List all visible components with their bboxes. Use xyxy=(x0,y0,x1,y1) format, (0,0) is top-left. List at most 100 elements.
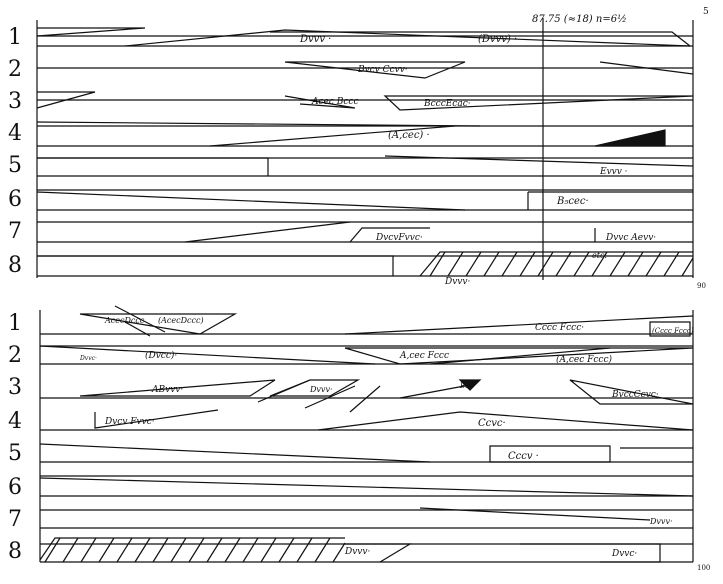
hatch-stroke xyxy=(609,251,626,277)
hatch-stroke xyxy=(206,537,223,563)
gesture-wedge xyxy=(36,191,466,211)
note-label: Dvvc· xyxy=(79,355,97,362)
gesture-wedge xyxy=(383,95,694,111)
gesture-wedge xyxy=(344,347,694,365)
gesture-wedge xyxy=(184,221,351,243)
note-label: Cccv · xyxy=(508,451,539,462)
system-1: 1 2 3 4 5 6 7 8 xyxy=(8,18,706,290)
staff-number: 1 xyxy=(8,311,22,336)
staff-number: 2 xyxy=(8,343,22,368)
gesture-wedge xyxy=(284,61,466,79)
hatch-stroke xyxy=(314,537,331,563)
gesture-wedge xyxy=(384,155,694,167)
note-label: Dvvc Aevv· xyxy=(605,233,656,243)
hatch-stroke xyxy=(465,251,482,277)
staff-number: 3 xyxy=(8,89,22,114)
note-label: Dvvv· xyxy=(344,547,370,557)
gesture-wedge xyxy=(36,91,96,109)
gesture-wedge-filled xyxy=(594,129,666,147)
note-label: Bvvc· xyxy=(629,139,655,149)
note-label: A,cec Fccc xyxy=(399,351,449,361)
hatch-stroke xyxy=(555,251,572,277)
hatch-stroke xyxy=(80,537,97,563)
hatch-stroke xyxy=(242,537,259,563)
gesture-box xyxy=(527,191,693,210)
page-number: 5 xyxy=(703,7,709,17)
gesture-wedge xyxy=(39,345,376,365)
hatch-stroke xyxy=(134,537,151,563)
gesture-wedge xyxy=(39,477,694,497)
gesture-wedge xyxy=(284,95,356,109)
note-label: DvcvFvvc· xyxy=(375,233,423,243)
note-label: Dvvv· xyxy=(444,277,470,287)
note-label: (A,cec) · xyxy=(388,130,430,141)
tempo-marking: 87.75 (≈18) n=6½ xyxy=(532,14,627,25)
measure-marker: 90 xyxy=(697,282,706,290)
gesture-wedge xyxy=(599,61,694,75)
hatch-stroke xyxy=(152,537,169,563)
hatch-stroke xyxy=(591,251,608,277)
gesture-box xyxy=(37,255,394,276)
hatch-stroke xyxy=(627,251,644,277)
gesture-wedge xyxy=(79,313,238,335)
hatch-stroke xyxy=(224,537,241,563)
hatch-stroke xyxy=(681,257,694,277)
staff-number: 3 xyxy=(8,375,22,400)
staff-number: 6 xyxy=(8,187,22,212)
hatch-stroke xyxy=(44,537,61,563)
note-label: Dvvv· xyxy=(649,517,673,526)
gesture-box xyxy=(649,321,691,337)
note-label: etc. xyxy=(592,251,607,260)
gesture-box xyxy=(349,227,430,243)
hatch-stroke xyxy=(62,537,79,563)
note-label: BcccEcac· xyxy=(423,99,471,109)
measure-marker: 100 xyxy=(697,564,710,572)
note-label: (Dvcc)· xyxy=(145,350,177,361)
staff-number: 8 xyxy=(8,253,22,278)
hatched-region xyxy=(39,537,346,563)
staff-number: 5 xyxy=(8,441,22,466)
gesture-wedge xyxy=(36,27,146,37)
gesture-arrow xyxy=(429,347,611,365)
note-label: BvccCcvc· xyxy=(611,390,659,400)
hatch-stroke xyxy=(188,537,205,563)
staff-number: 5 xyxy=(8,153,22,178)
hatch-outline xyxy=(39,537,345,561)
gesture-arrow xyxy=(419,507,651,521)
gesture-wedge xyxy=(569,379,694,405)
hatch-stroke xyxy=(519,251,536,277)
hatch-stroke xyxy=(260,537,277,563)
hatch-stroke xyxy=(278,537,295,563)
gesture-box xyxy=(489,445,611,463)
gesture-wedge xyxy=(344,315,694,335)
staff-number: 7 xyxy=(8,219,22,244)
staff-number: 1 xyxy=(8,25,22,50)
gesture-arrow xyxy=(399,383,476,399)
gesture-arrow xyxy=(114,305,166,337)
gesture-wedge xyxy=(39,443,431,463)
staff-number: 4 xyxy=(8,121,22,146)
gesture-wedge xyxy=(270,31,691,47)
hatch-outline xyxy=(419,251,693,277)
staff-number: 8 xyxy=(8,539,22,564)
staff-lines xyxy=(37,35,693,277)
note-label: (A,cec Fccc) xyxy=(556,354,613,365)
note-label: ABvvv· xyxy=(151,385,183,395)
note-label: (Cccc Fccc) xyxy=(652,327,694,335)
note-label: (AcecDccc) xyxy=(158,316,204,325)
note-label: B̶cc xyxy=(459,382,473,390)
note-label: (Dvvv) · xyxy=(478,34,517,45)
hatched-region xyxy=(419,251,694,277)
hatch-stroke xyxy=(573,251,590,277)
note-label: Cccc Fccc· xyxy=(535,323,584,333)
note-label: Dvcv Fvvc· xyxy=(104,417,155,427)
note-label: Bvcv Ccvv· xyxy=(357,65,408,75)
gesture-arrow xyxy=(257,379,381,413)
gesture-wedge xyxy=(124,29,691,47)
hatch-stroke xyxy=(429,251,446,277)
staff-number: 4 xyxy=(8,409,22,434)
hatch-stroke xyxy=(170,537,187,563)
hatch-stroke xyxy=(332,542,346,563)
system-2: 1 2 3 4 5 6 7 8 xyxy=(8,305,710,572)
